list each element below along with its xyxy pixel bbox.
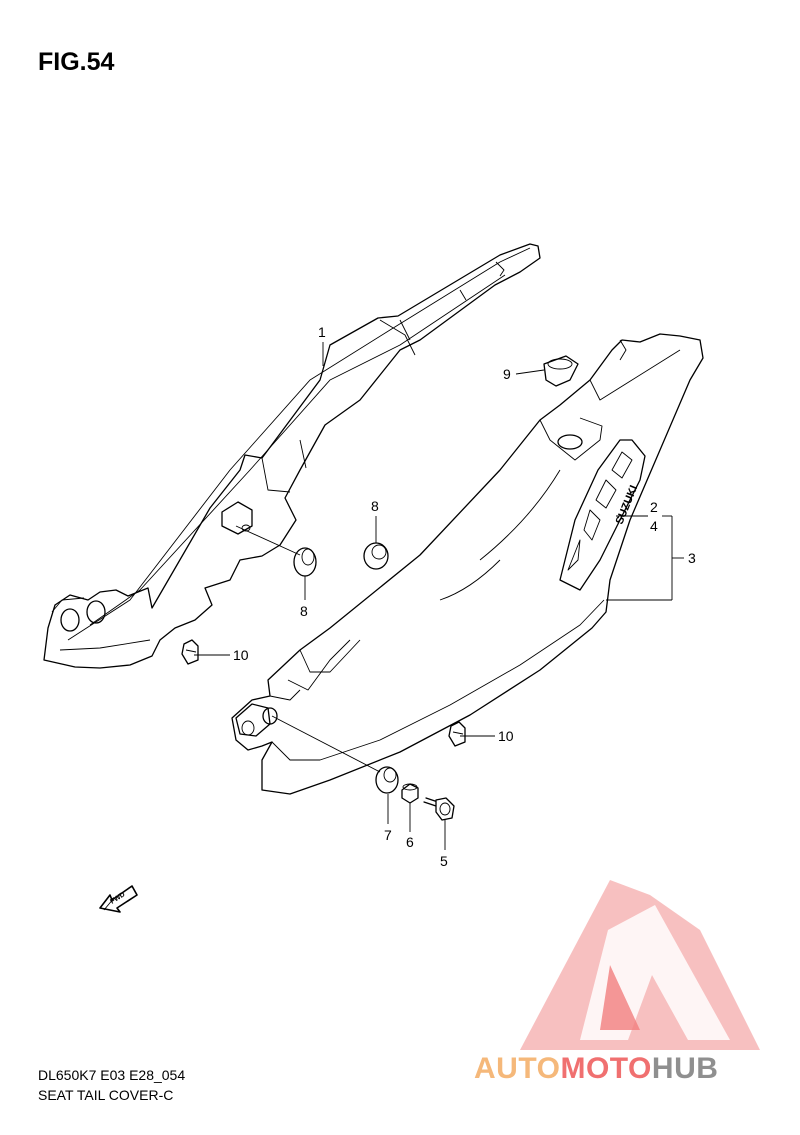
part-8-grommet-left [293, 547, 317, 577]
callout-6: 6 [406, 834, 414, 850]
part-10-clip-right [448, 721, 466, 747]
callout-1: 1 [318, 324, 326, 340]
watermark-text-hub: HUB [651, 1052, 719, 1085]
watermark-text: AUTOMOTOHUB [474, 1052, 718, 1086]
watermark-text-auto: AUTO [474, 1052, 561, 1085]
fwd-direction-marker: FWD [99, 885, 138, 913]
callout-8-left: 8 [300, 603, 308, 619]
part-5-bolt [423, 797, 455, 821]
figure-title: FIG.54 [38, 48, 115, 76]
callout-5: 5 [440, 853, 448, 869]
callout-4: 4 [650, 518, 658, 534]
callout-8-middle: 8 [371, 498, 379, 514]
arrow-left-icon [99, 885, 138, 913]
leader-lines [194, 342, 684, 850]
callout-numbers: 1 2 4 3 9 8 8 10 10 7 6 5 [233, 324, 696, 869]
part-6-collar [401, 783, 419, 804]
part-10-clip-left [181, 639, 199, 665]
watermark-logo [520, 880, 760, 1050]
callout-3: 3 [688, 550, 696, 566]
section-name-label: SEAT TAIL COVER-C [38, 1087, 174, 1103]
model-code-label: DL650K7 E03 E28_054 [38, 1067, 186, 1083]
part-1-seat-rail-cover [43, 243, 541, 669]
watermark-text-moto: MOTO [560, 1052, 652, 1085]
part-7-grommet [375, 766, 399, 794]
part-9-grommet [543, 355, 579, 387]
callout-2: 2 [650, 499, 658, 515]
callout-9: 9 [503, 366, 511, 382]
callout-7: 7 [384, 827, 392, 843]
part-8-grommet-middle [363, 542, 389, 570]
callout-10-right: 10 [498, 728, 514, 744]
part-3-seat-tail-cover: SUZUKI [231, 333, 704, 795]
callout-10-left: 10 [233, 647, 249, 663]
